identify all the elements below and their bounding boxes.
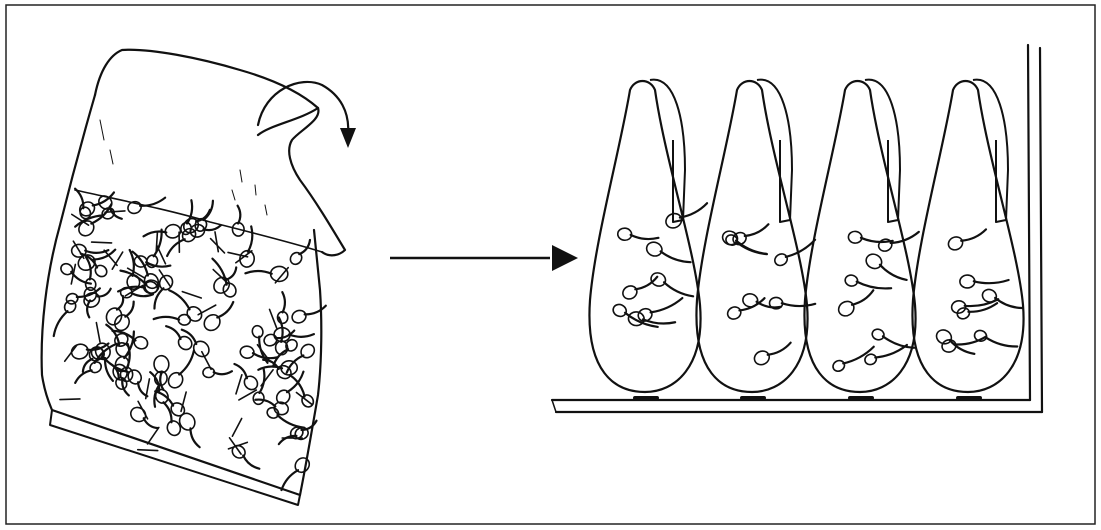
- tray-right-wall: [1028, 45, 1042, 412]
- sperm-cell: [617, 227, 658, 240]
- sperm-cell: [212, 259, 238, 300]
- sac-1: [589, 80, 707, 398]
- sperm-cell: [645, 240, 691, 262]
- ink-stroke: [138, 401, 148, 419]
- fold-arrowhead: [340, 128, 356, 148]
- sheet-bottom-strip: [50, 410, 300, 505]
- sperm-cell: [265, 406, 304, 428]
- sperm-cell: [128, 405, 158, 428]
- folding-sheet: [42, 50, 356, 505]
- sperm-cell: [239, 226, 255, 268]
- ink-stroke: [232, 419, 241, 437]
- sperm-cell: [144, 223, 182, 239]
- sperm-cell: [848, 231, 893, 244]
- ink-stroke: [92, 242, 112, 243]
- sperm-cell: [239, 345, 277, 359]
- sperm-cluster-left: [54, 189, 326, 490]
- folded-flap: [95, 50, 318, 135]
- flap-curl: [289, 108, 345, 255]
- sperm-cell: [167, 226, 198, 256]
- sperm-cell: [973, 329, 1017, 346]
- transition-arrow: [390, 245, 578, 271]
- tray-floor-end: [552, 400, 556, 412]
- ink-stroke: [228, 252, 248, 256]
- sperm-cell: [726, 298, 765, 321]
- ink-stroke: [215, 232, 218, 252]
- sac-2: [696, 80, 815, 398]
- sperm-cell: [863, 345, 907, 366]
- ink-stroke: [138, 450, 158, 451]
- sperm-cell: [154, 314, 191, 325]
- sperm-cell: [201, 302, 233, 334]
- sperm-cell: [649, 271, 693, 297]
- sperm-cell: [104, 296, 124, 327]
- sperm-cell: [864, 251, 907, 280]
- sperm-cell: [981, 288, 1023, 308]
- ink-stroke: [261, 370, 273, 386]
- sperm-cell: [232, 206, 244, 237]
- ink-stroke: [148, 427, 159, 444]
- sac-3: [804, 80, 918, 398]
- sperm-cell: [946, 229, 986, 252]
- sperm-cell: [245, 266, 288, 281]
- ink-stroke: [60, 399, 80, 400]
- sperm-cell: [281, 455, 312, 490]
- ink-stroke: [228, 442, 247, 449]
- sperm-cell: [75, 360, 103, 383]
- sperm-cell: [166, 326, 194, 352]
- sperm-cell: [752, 343, 791, 368]
- sperm-cell: [844, 274, 891, 288]
- sperm-cell: [836, 290, 874, 319]
- ink-stroke: [236, 375, 242, 394]
- figure-border: [6, 5, 1095, 524]
- ink-stroke: [198, 305, 216, 315]
- sperm-cell: [611, 302, 657, 326]
- sperm-cell: [831, 347, 874, 373]
- sperm-cell: [112, 302, 134, 333]
- ink-stroke: [96, 323, 100, 343]
- sperm-cell: [182, 330, 212, 360]
- sac-4: [912, 80, 1023, 398]
- sperm-cell: [960, 275, 1009, 288]
- sperm-cell: [193, 201, 213, 233]
- sperm-cell: [203, 367, 232, 378]
- sperm-cell: [287, 342, 317, 373]
- sperm-cell: [126, 198, 165, 215]
- ink-stroke: [182, 292, 201, 298]
- sac-tray: [552, 45, 1042, 412]
- ink-stroke: [65, 345, 77, 361]
- ink-stroke: [270, 309, 277, 328]
- tray-floor: [552, 400, 1042, 412]
- sperm-cell: [166, 350, 194, 390]
